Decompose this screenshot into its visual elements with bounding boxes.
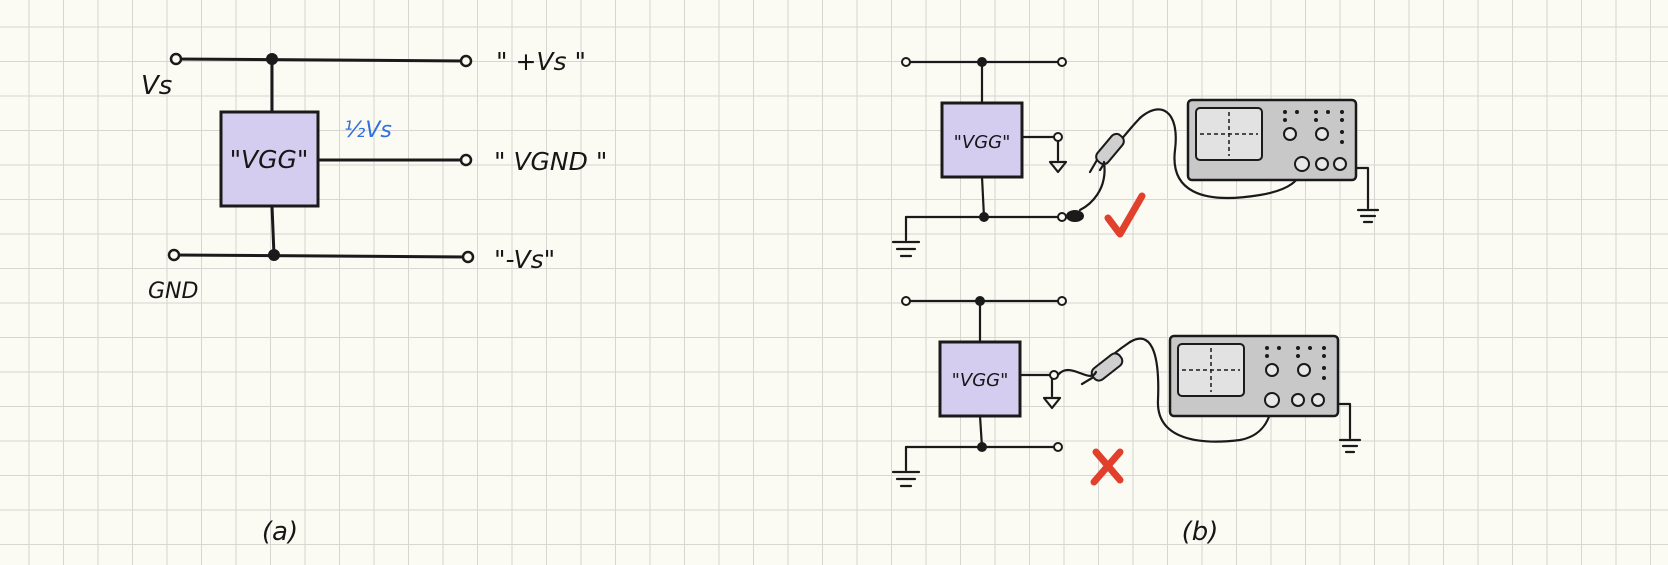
caption-a: (a) — [262, 517, 298, 547]
panel-a: "VGG" ½Vs Vs GND " +Vs " " VGND " "-Vs" … — [141, 47, 607, 547]
ground-icon-top — [891, 240, 921, 258]
vs-rail — [172, 57, 468, 63]
mid-terminal-bottom — [1049, 370, 1059, 380]
vgg-label: "VGG" — [230, 145, 309, 174]
bottom-right-terminal-bottom — [1053, 442, 1063, 452]
vgg-box-bottom — [938, 340, 1022, 418]
mid-terminal-top — [1053, 132, 1063, 142]
scope-ground-icon-top — [1356, 208, 1380, 224]
vgg-label-top: "VGG" — [954, 132, 1011, 153]
half-vs-label: ½Vs — [344, 118, 392, 143]
vs-label: Vs — [141, 71, 172, 101]
cross-mark-icon — [1090, 448, 1124, 486]
vgnd-label: " VGND " — [494, 147, 607, 176]
panel-b-bottom: "VGG" — [891, 296, 1362, 547]
vgg-label-bottom: "VGG" — [952, 370, 1009, 391]
scope-ground-wire-top — [1354, 166, 1370, 210]
gnd-rail — [172, 253, 470, 259]
top-rail-right-terminal — [1057, 57, 1067, 67]
bottom-right-terminal-top — [1057, 212, 1067, 222]
pos-vs-label: " +Vs " — [496, 47, 586, 76]
probe-bottom — [1056, 337, 1274, 443]
top-rail-left-terminal — [901, 57, 911, 67]
neg-out-terminal — [461, 250, 475, 264]
mid-ground-icon-top — [1048, 160, 1068, 174]
gnd-terminal — [167, 248, 181, 262]
vgnd-terminal — [459, 153, 473, 167]
top-rail-right-terminal-bottom — [1057, 296, 1067, 306]
bottom-drop-bottom — [978, 414, 984, 449]
pos-out-terminal — [459, 54, 473, 68]
vs-terminal — [169, 52, 183, 66]
scope-ground-icon-bottom — [1338, 438, 1362, 454]
ground-icon-bottom — [891, 470, 921, 488]
bottom-junction-bottom — [977, 442, 987, 452]
probe-top — [1066, 108, 1304, 222]
bottom-junction-top — [979, 212, 989, 222]
caption-b: (b) — [1182, 517, 1219, 547]
oscilloscope-bottom — [1168, 334, 1340, 418]
neg-vs-label: "-Vs" — [494, 245, 555, 274]
gnd-label: GND — [148, 279, 198, 304]
top-rail-left-terminal-bottom — [901, 296, 911, 306]
ground-clip-top — [1066, 210, 1084, 222]
panel-b-top: "VGG" — [891, 57, 1380, 258]
ground-clip-lead-bottom — [1056, 368, 1098, 377]
mid-ground-icon-bottom — [1042, 396, 1062, 410]
check-mark-icon — [1104, 192, 1146, 238]
bottom-drop-top — [980, 175, 986, 219]
bottom-wire — [270, 204, 276, 257]
scope-ground-wire-bottom — [1336, 402, 1352, 440]
oscilloscope-top — [1186, 98, 1358, 182]
